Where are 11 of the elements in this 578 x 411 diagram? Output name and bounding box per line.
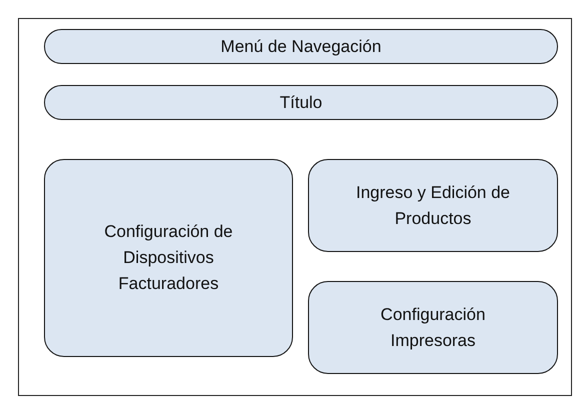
page-frame <box>18 18 572 396</box>
navigation-bar <box>44 29 558 64</box>
node-label: Título <box>280 92 322 114</box>
node-label: Menú de Navegación <box>220 36 382 58</box>
title-bar <box>44 85 558 120</box>
node-label: Ingreso y Edición de Productos <box>354 182 512 230</box>
content-panel <box>308 281 558 374</box>
node-label: Configuración de Dispositivos Facturadores <box>103 221 234 295</box>
content-panel <box>44 159 293 357</box>
node-label: Configuración Impresoras <box>380 304 486 352</box>
content-panel <box>308 159 558 252</box>
